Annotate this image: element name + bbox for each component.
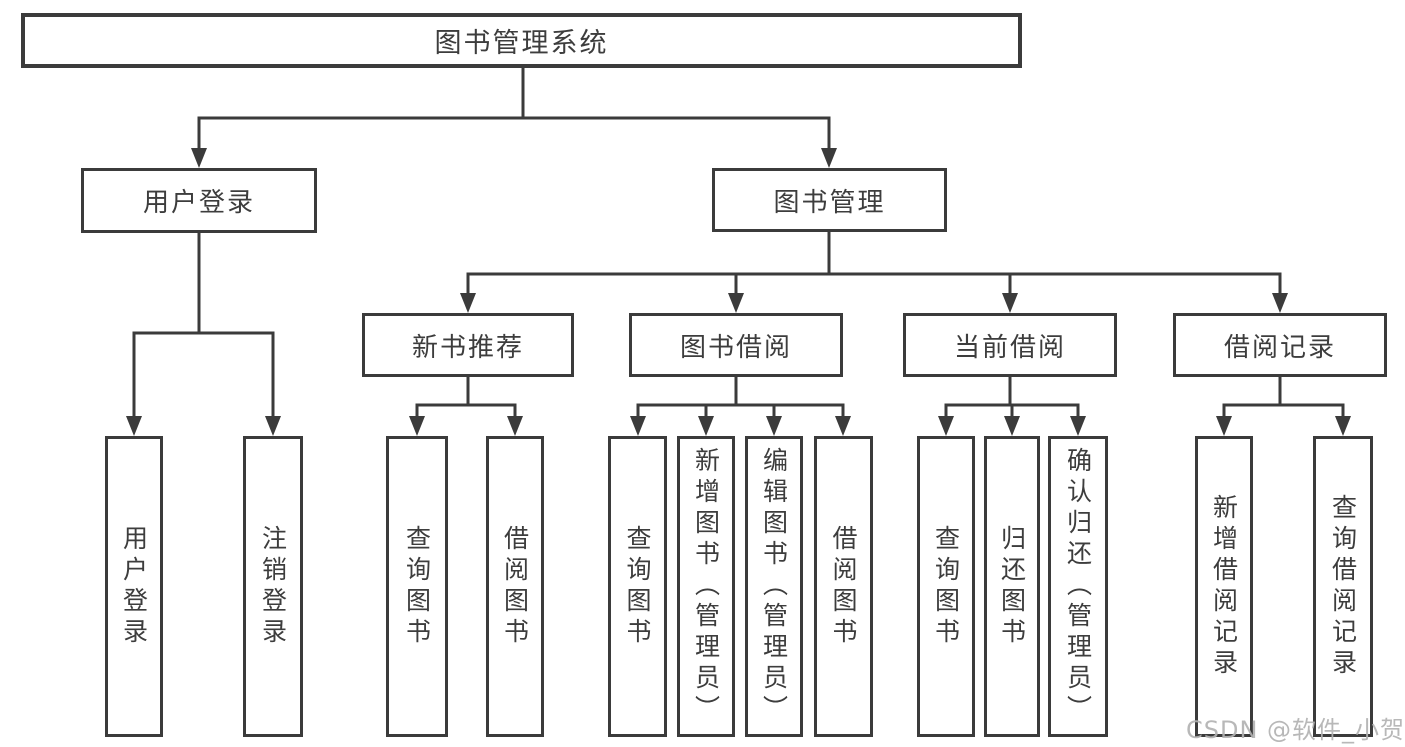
leaf-add-borrow-record: 新增借阅记录 [1195, 436, 1253, 737]
leaf-query-books-2: 查询图书 [608, 436, 667, 737]
leaf-query-borrow-record: 查询借阅记录 [1313, 436, 1373, 737]
node-label: 图书管理系统 [434, 28, 609, 59]
leaf-query-books-1: 查询图书 [386, 436, 448, 737]
leaf-confirm-return-admin: 确认归还（管理员） [1048, 436, 1108, 737]
node-label: 查询图书 [931, 524, 961, 649]
leaf-query-books-3: 查询图书 [917, 436, 975, 737]
leaf-add-books-admin: 新增图书（管理员） [677, 436, 735, 737]
leaf-user-login: 用户登录 [105, 436, 163, 737]
node-label: 用户登录 [142, 188, 255, 218]
leaf-edit-books-admin: 编辑图书（管理员） [745, 436, 803, 737]
node-label: 用户登录 [119, 524, 149, 649]
node-user-login: 用户登录 [81, 168, 317, 233]
leaf-borrow-books-2: 借阅图书 [814, 436, 873, 737]
leaf-return-books: 归还图书 [984, 436, 1040, 737]
node-label: 确认归还（管理员） [1063, 447, 1093, 726]
leaf-borrow-books-1: 借阅图书 [486, 436, 544, 737]
node-label: 新增图书（管理员） [691, 447, 721, 726]
node-borrowing-records: 借阅记录 [1173, 313, 1387, 377]
node-current-borrowing: 当前借阅 [903, 313, 1117, 377]
node-label: 借阅记录 [1223, 332, 1336, 363]
node-new-book-recommendation: 新书推荐 [362, 313, 574, 377]
node-label: 查询图书 [402, 524, 432, 649]
node-book-borrowing: 图书借阅 [629, 313, 843, 377]
leaf-logout: 注销登录 [243, 436, 303, 737]
node-label: 图书管理 [773, 187, 886, 218]
node-label: 借阅图书 [829, 524, 858, 649]
node-label: 图书借阅 [679, 332, 792, 363]
csdn-watermark: CSDN @软件_小贺同学 [1186, 716, 1405, 744]
node-label: 查询借阅记录 [1328, 493, 1358, 680]
node-label: 借阅图书 [500, 524, 530, 649]
node-book-management: 图书管理 [712, 168, 947, 232]
node-label: 查询图书 [623, 524, 652, 649]
node-library-management-system: 图书管理系统 [21, 13, 1022, 68]
node-label: 编辑图书（管理员） [759, 447, 789, 726]
node-label: 新书推荐 [411, 332, 524, 363]
node-label: 归还图书 [997, 524, 1027, 649]
node-label: 当前借阅 [953, 332, 1066, 363]
node-label: 新增借阅记录 [1209, 493, 1239, 680]
node-label: 注销登录 [258, 524, 288, 649]
